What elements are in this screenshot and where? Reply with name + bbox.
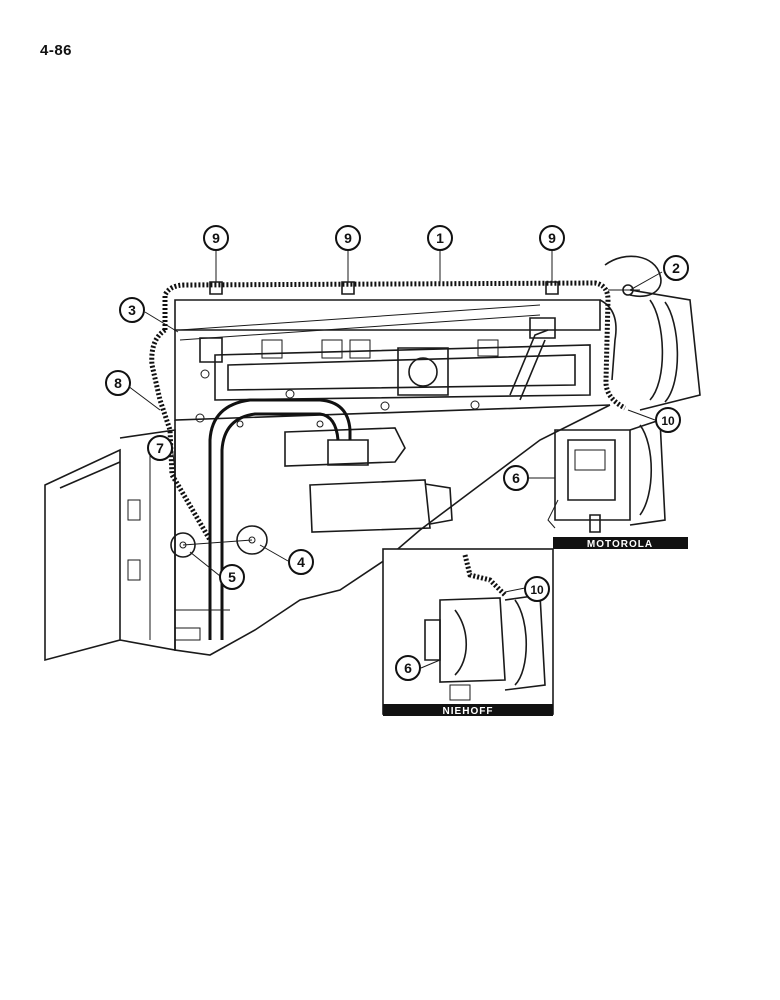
motorola-alternator: [547, 418, 666, 533]
callout-9b: 9: [335, 225, 361, 251]
niehoff-caption: NIEHOFF: [443, 706, 494, 717]
callout-8-label: 8: [114, 375, 122, 391]
callout-2-label: 2: [672, 260, 680, 276]
callout-1-label: 1: [436, 230, 444, 246]
callout-9a: 9: [203, 225, 229, 251]
callout-9c-label: 9: [548, 230, 556, 246]
callout-10a-label: 10: [661, 414, 675, 428]
callout-1: 1: [427, 225, 453, 251]
front-pulleys: [599, 255, 701, 411]
callout-5: 5: [219, 564, 245, 590]
engine-block: [174, 299, 611, 656]
horn-assemblies: [170, 525, 268, 558]
callout-7: 7: [147, 435, 173, 461]
callout-9b-label: 9: [344, 230, 352, 246]
callout-3: 3: [119, 297, 145, 323]
callout-10b-label: 10: [530, 583, 544, 597]
callout-9c: 9: [539, 225, 565, 251]
callout-6a-label: 6: [512, 470, 520, 486]
callout-4: 4: [288, 549, 314, 575]
motorola-caption-bar: [553, 537, 688, 549]
callout-10a: 10: [655, 407, 681, 433]
callout-7-label: 7: [156, 440, 164, 456]
callout-4-label: 4: [297, 554, 305, 570]
callout-5-label: 5: [228, 569, 236, 585]
page-number: 4-86: [40, 42, 73, 59]
callout-10b: 10: [524, 576, 550, 602]
callout-6b: 6: [395, 655, 421, 681]
callout-6a: 6: [503, 465, 529, 491]
callout-2: 2: [663, 255, 689, 281]
leader-lines: [127, 250, 663, 669]
niehoff-caption-bar: [383, 704, 553, 716]
niehoff-inset: [382, 548, 554, 715]
radiator-shroud: [44, 429, 176, 662]
callout-8: 8: [105, 370, 131, 396]
callout-9a-label: 9: [212, 230, 220, 246]
callout-6b-label: 6: [404, 660, 412, 676]
motorola-caption: MOTOROLA: [587, 539, 653, 550]
callout-3-label: 3: [128, 302, 136, 318]
